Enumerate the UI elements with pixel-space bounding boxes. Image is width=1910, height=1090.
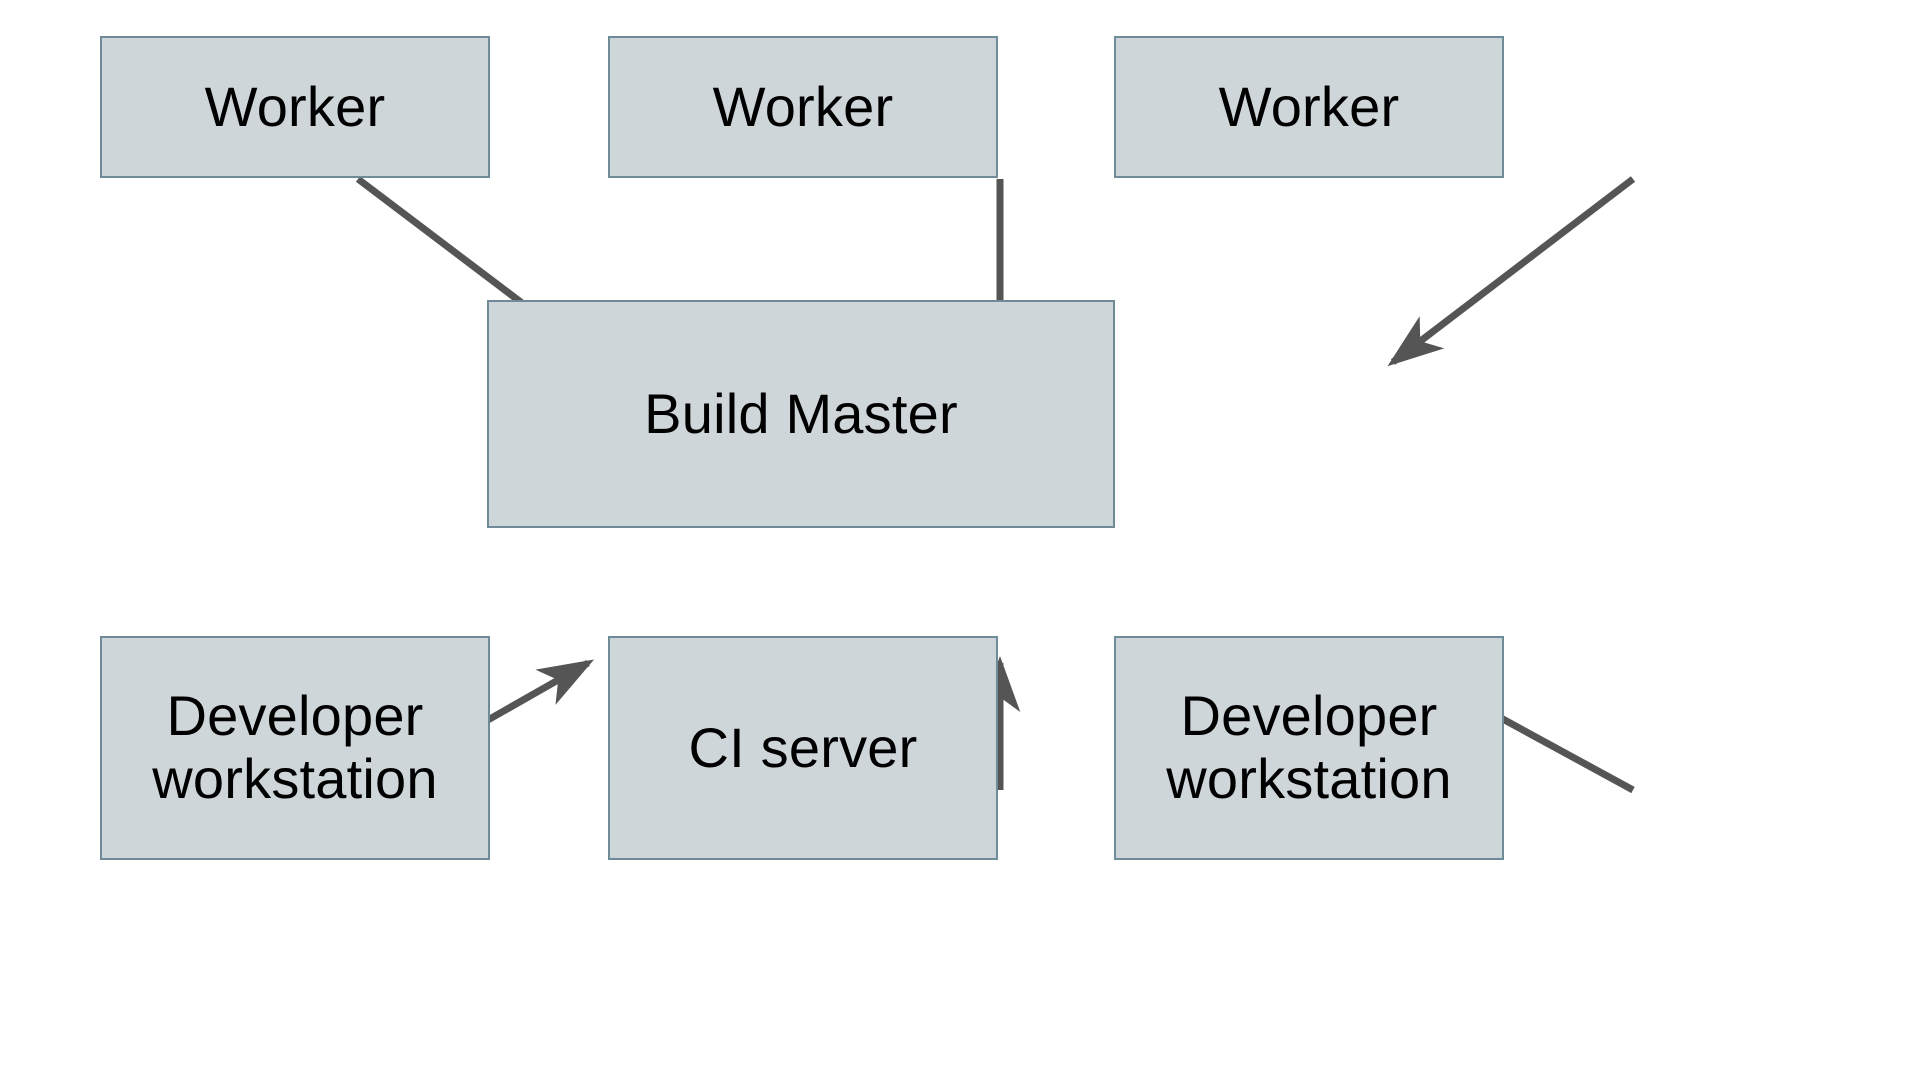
node-ci-server[interactable]: CI server — [608, 636, 998, 860]
node-build-master[interactable]: Build Master — [487, 300, 1115, 528]
node-worker-left[interactable]: Worker — [100, 36, 490, 178]
node-worker-right[interactable]: Worker — [1114, 36, 1504, 178]
node-developer-workstation-right[interactable]: Developer workstation — [1114, 636, 1504, 860]
node-ci-server-label: CI server — [688, 715, 918, 779]
node-worker-center-label: Worker — [712, 74, 894, 138]
node-worker-center[interactable]: Worker — [608, 36, 998, 178]
edge-worker-right-to-master — [1387, 176, 1636, 367]
node-developer-workstation-left-label: Developer workstation — [152, 684, 438, 810]
node-build-master-label: Build Master — [644, 381, 958, 445]
node-developer-workstation-left[interactable]: Developer workstation — [100, 636, 490, 860]
node-worker-right-label: Worker — [1218, 74, 1400, 138]
node-worker-left-label: Worker — [204, 74, 386, 138]
node-developer-workstation-right-label: Developer workstation — [1166, 684, 1452, 810]
